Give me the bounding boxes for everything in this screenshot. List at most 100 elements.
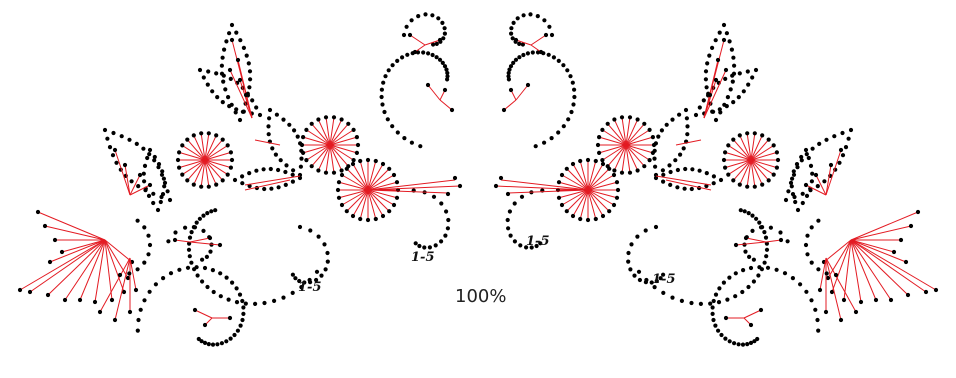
hole xyxy=(185,178,190,183)
hole xyxy=(206,131,211,136)
hole xyxy=(704,171,709,176)
hole xyxy=(210,342,216,347)
hole xyxy=(661,172,666,177)
hole xyxy=(180,143,185,148)
thread-line xyxy=(311,123,331,146)
thread-line xyxy=(587,181,618,191)
hole xyxy=(647,127,652,132)
hole xyxy=(445,77,450,82)
hole xyxy=(380,102,385,107)
thread-line xyxy=(728,144,752,161)
thread-line xyxy=(49,239,106,263)
thread-line xyxy=(850,239,862,303)
segment-label-right-center: 1-5 xyxy=(526,234,550,249)
hole xyxy=(837,160,842,165)
hole xyxy=(713,323,718,328)
thread-line xyxy=(503,99,517,111)
hole xyxy=(782,271,788,276)
hole xyxy=(803,147,809,153)
hole xyxy=(42,223,48,229)
hole xyxy=(292,128,297,133)
hole xyxy=(707,92,713,98)
thread-line xyxy=(44,225,106,241)
hole xyxy=(137,172,143,178)
hole xyxy=(152,154,157,160)
hole xyxy=(841,297,847,303)
hole xyxy=(228,165,233,170)
hole xyxy=(653,164,658,169)
hole xyxy=(923,289,929,295)
thread-line xyxy=(317,119,331,146)
hole xyxy=(805,233,810,238)
hole xyxy=(445,226,450,231)
hole xyxy=(746,211,751,216)
hole xyxy=(17,287,23,293)
hole xyxy=(92,299,98,305)
thread-line xyxy=(515,84,529,101)
hole xyxy=(805,252,810,257)
hole xyxy=(395,58,400,64)
hole xyxy=(612,117,617,122)
hole xyxy=(427,245,432,250)
hole xyxy=(227,104,232,109)
thread-line xyxy=(367,179,456,191)
thread-line xyxy=(104,239,125,293)
hole xyxy=(908,223,914,229)
hole xyxy=(413,241,418,246)
hole xyxy=(339,168,344,173)
hole xyxy=(293,276,298,281)
thread-line xyxy=(607,123,627,146)
hole xyxy=(572,87,577,92)
thread-line xyxy=(750,135,763,161)
hole xyxy=(816,218,821,223)
hole xyxy=(206,69,211,74)
thread-line xyxy=(587,163,604,191)
hole xyxy=(732,63,737,68)
thread-line xyxy=(500,179,589,191)
hole xyxy=(513,57,519,62)
hole xyxy=(437,57,443,62)
hole xyxy=(518,243,523,248)
hole xyxy=(240,181,245,186)
hole xyxy=(745,69,750,74)
hole xyxy=(146,252,151,257)
hole xyxy=(626,250,631,256)
hole xyxy=(309,121,314,126)
hole xyxy=(751,257,756,262)
hole xyxy=(114,160,119,165)
hole xyxy=(546,52,551,57)
hole xyxy=(433,243,438,248)
hole xyxy=(506,77,511,82)
hole xyxy=(721,22,727,28)
hole xyxy=(141,146,146,151)
hole xyxy=(210,268,215,273)
hole xyxy=(365,217,371,223)
hole xyxy=(426,51,431,56)
thread-line xyxy=(341,174,369,191)
hole xyxy=(142,225,147,230)
hole xyxy=(723,315,729,321)
hole xyxy=(445,74,450,79)
thread-line xyxy=(204,133,210,161)
hole xyxy=(628,267,633,272)
hole xyxy=(444,209,449,214)
hole xyxy=(404,24,409,29)
hole xyxy=(386,68,391,73)
hole xyxy=(650,135,655,140)
hole xyxy=(97,309,103,315)
hole xyxy=(381,80,386,85)
hole xyxy=(262,186,267,192)
hole xyxy=(507,209,512,214)
hole xyxy=(840,153,846,158)
hole xyxy=(716,300,722,305)
hole xyxy=(710,109,715,114)
hole xyxy=(270,146,275,151)
hole xyxy=(206,184,211,189)
thread-line xyxy=(367,163,384,191)
hole xyxy=(380,161,386,167)
hole xyxy=(534,243,539,249)
thread-line xyxy=(114,257,131,321)
hole xyxy=(235,57,241,63)
hole xyxy=(394,180,400,185)
hole xyxy=(556,195,562,200)
